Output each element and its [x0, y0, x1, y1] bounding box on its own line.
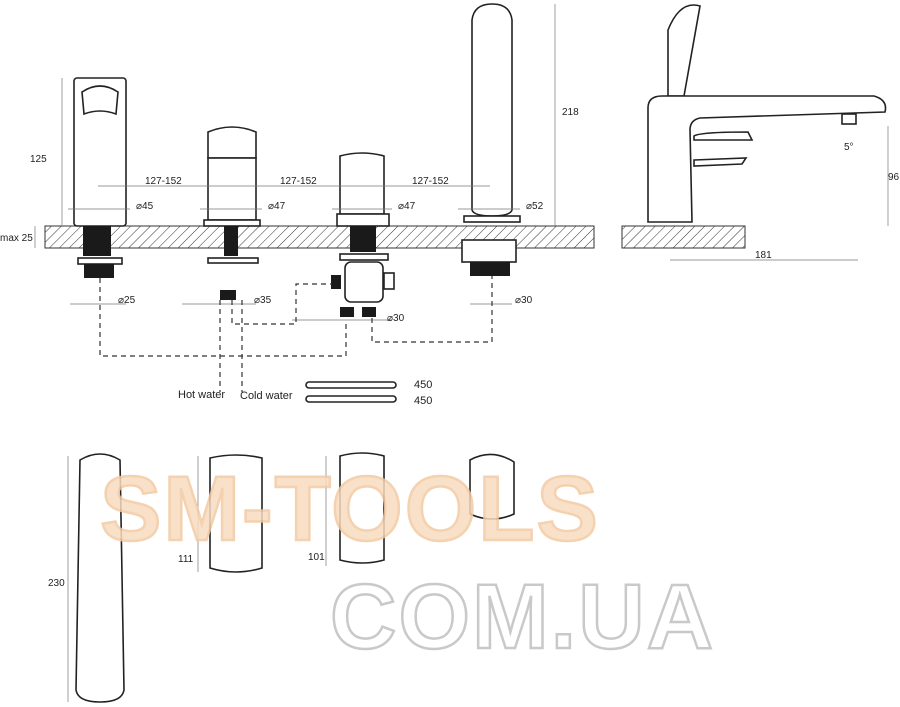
dim-front-spout-height: 230: [48, 578, 65, 589]
dim-front-handle-height: 111: [178, 554, 194, 565]
deck-section-side: [621, 225, 746, 249]
bath-spout: [73, 77, 127, 278]
dimension-lines: [34, 4, 889, 702]
dim-dia-diverter-hole: ⌀30: [387, 313, 405, 324]
dim-spacing-3: 127-152: [412, 176, 449, 187]
hot-valve: [203, 126, 261, 300]
side-view: [647, 4, 887, 223]
hand-shower: [461, 3, 521, 276]
dim-dia-spout: ⌀45: [136, 201, 154, 212]
dim-side-height: 96: [888, 172, 900, 183]
hoses: [305, 381, 397, 403]
dim-side-angle: 5°: [844, 142, 854, 153]
dim-spacing-2: 127-152: [280, 176, 317, 187]
dim-dia-cold: ⌀47: [398, 201, 416, 212]
dim-deck-thickness: max 25: [0, 233, 33, 244]
watermark-line2: COM.UA: [330, 566, 715, 668]
label-hot-water: Hot water: [178, 389, 225, 401]
deck-section: [44, 225, 595, 249]
watermark: SM-TOOLS COM.UA: [99, 457, 715, 670]
dim-side-reach: 181: [755, 250, 772, 261]
dim-dia-spout-hole: ⌀25: [118, 295, 136, 306]
label-cold-water: Cold water: [240, 390, 293, 402]
dim-shower-height: 218: [562, 107, 579, 118]
dim-front-handle2-height: 101: [308, 552, 325, 563]
dim-spout-height: 125: [30, 154, 47, 165]
dim-dia-shower-hole: ⌀30: [515, 295, 533, 306]
watermark-line1: SM-TOOLS: [100, 458, 600, 560]
dim-dia-hot-hole: ⌀35: [254, 295, 272, 306]
dim-dia-shower: ⌀52: [526, 201, 544, 212]
piping: [99, 276, 493, 392]
cold-valve: [331, 152, 395, 317]
label-hose-1-length: 450: [414, 379, 432, 391]
dim-dia-hot: ⌀47: [268, 201, 286, 212]
front-views: [75, 452, 515, 703]
label-hose-2-length: 450: [414, 395, 432, 407]
dim-spacing-1: 127-152: [145, 176, 182, 187]
